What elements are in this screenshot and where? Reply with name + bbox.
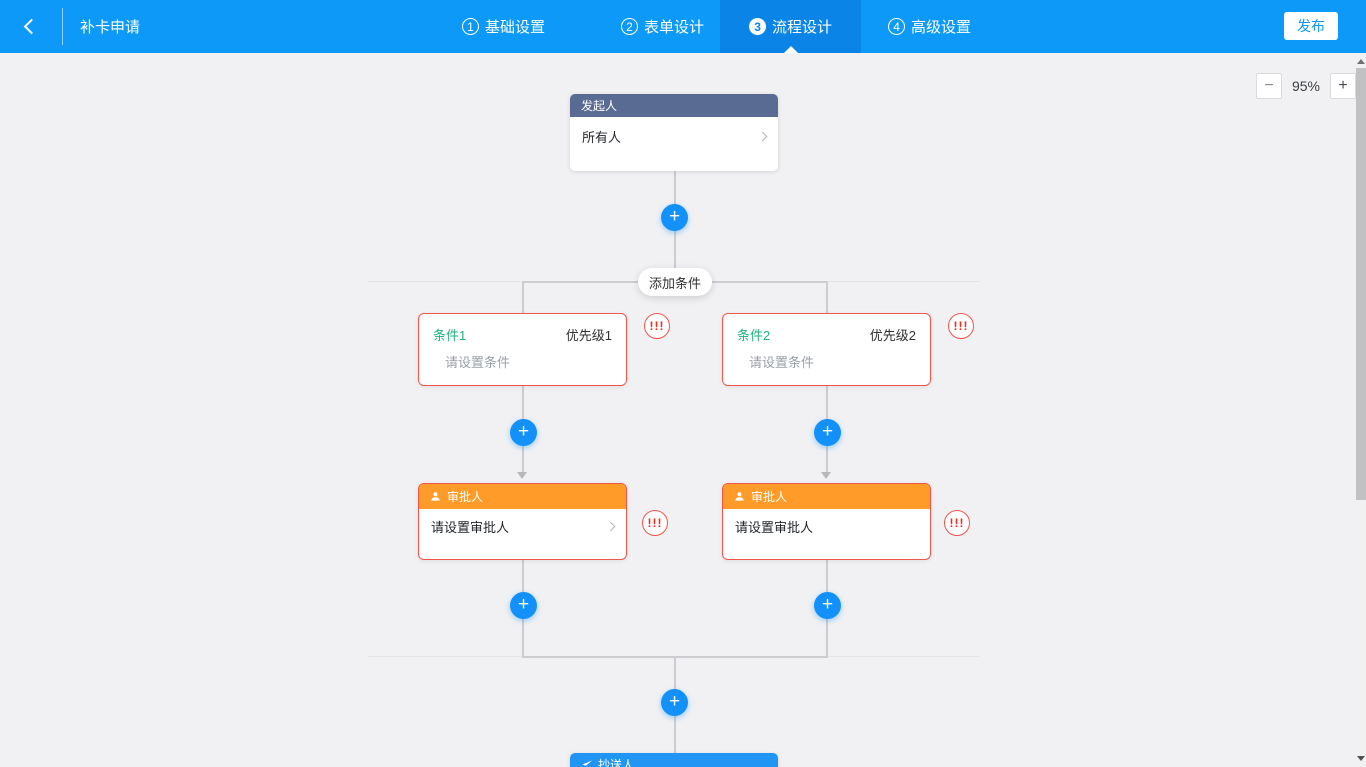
header-divider: [62, 8, 63, 45]
connector-line: [826, 281, 828, 313]
wizard-tabs: 1 基础设置 2 表单设计 3 流程设计 4 高级设置: [462, 0, 971, 53]
approver-title: 审批人: [447, 490, 484, 504]
tab-label: 表单设计: [644, 19, 705, 36]
tab-number-badge: 2: [621, 18, 639, 35]
approver-node-2[interactable]: 审批人 请设置审批人: [722, 483, 931, 560]
zoom-in-button[interactable]: +: [1330, 73, 1356, 99]
tab-advanced-settings[interactable]: 4 高级设置: [888, 16, 971, 37]
arrowhead-icon: [821, 472, 831, 479]
zoom-level: 95%: [1291, 78, 1321, 94]
arrowhead-icon: [517, 472, 527, 479]
initiator-title: 发起人: [581, 99, 618, 113]
approver-node-header: 审批人: [723, 484, 930, 509]
user-icon: [735, 492, 744, 501]
add-node-button[interactable]: +: [661, 689, 688, 716]
condition-card-row: 条件1 优先级1: [419, 314, 626, 344]
add-node-button[interactable]: +: [814, 592, 841, 619]
vertical-scrollbar[interactable]: [1356, 53, 1366, 767]
add-condition-button[interactable]: 添加条件: [638, 268, 712, 296]
cc-title: 抄送人: [598, 758, 635, 767]
app-header: 补卡申请 1 基础设置 2 表单设计 3 流程设计 4 高级设置 发布: [0, 0, 1366, 53]
approver-placeholder: 请设置审批人: [431, 520, 510, 535]
publish-button[interactable]: 发布: [1284, 12, 1338, 40]
scroll-down-arrow[interactable]: [1356, 752, 1366, 765]
approver-title: 审批人: [751, 490, 788, 504]
cc-node[interactable]: 抄送人: [570, 753, 778, 767]
condition-priority: 优先级2: [869, 328, 916, 343]
initiator-node[interactable]: 发起人 所有人: [570, 94, 778, 171]
initiator-value: 所有人: [582, 130, 622, 145]
approver-node-header: 审批人: [419, 484, 626, 509]
condition-card-1[interactable]: 条件1 优先级1 请设置条件: [418, 313, 627, 386]
user-icon: [431, 492, 440, 501]
connector-line: [522, 281, 524, 313]
triangle-down-icon: [1357, 756, 1365, 761]
tab-number-badge: 4: [888, 18, 906, 35]
tab-number-badge: 3: [749, 18, 767, 35]
condition-priority: 优先级1: [565, 328, 612, 343]
tab-label: 基础设置: [485, 19, 546, 36]
condition-placeholder: 请设置条件: [749, 355, 815, 370]
add-node-button[interactable]: +: [510, 592, 537, 619]
error-badge: !!!: [642, 510, 668, 536]
scroll-up-arrow[interactable]: [1356, 55, 1366, 68]
tab-process-design[interactable]: 3 流程设计: [720, 0, 862, 53]
approver-placeholder: 请设置审批人: [735, 520, 814, 535]
condition-name: 条件2: [737, 328, 771, 343]
tab-label: 流程设计: [772, 19, 833, 36]
add-node-button[interactable]: +: [661, 204, 688, 231]
condition-name: 条件1: [433, 328, 467, 343]
back-button[interactable]: [0, 0, 62, 53]
page-title: 补卡申请: [80, 19, 141, 36]
cc-node-header: 抄送人: [570, 753, 778, 767]
initiator-node-header: 发起人: [570, 94, 778, 117]
send-icon: [582, 760, 592, 767]
chevron-right-icon: [605, 521, 616, 532]
add-node-button[interactable]: +: [814, 419, 841, 446]
scrollbar-thumb[interactable]: [1356, 68, 1366, 500]
zoom-out-button[interactable]: −: [1256, 73, 1282, 99]
error-badge: !!!: [644, 313, 670, 339]
tab-label: 高级设置: [911, 19, 972, 36]
tab-form-design[interactable]: 2 表单设计: [621, 16, 704, 37]
error-badge: !!!: [948, 313, 974, 339]
chevron-left-icon: [23, 18, 39, 35]
tab-number-badge: 1: [462, 18, 479, 35]
tab-basic-settings[interactable]: 1 基础设置: [462, 16, 545, 37]
add-node-button[interactable]: +: [510, 419, 537, 446]
triangle-up-icon: [1357, 59, 1365, 64]
approver-node-body: 请设置审批人: [723, 509, 930, 536]
active-tab-caret: [783, 46, 798, 53]
flow-canvas: 发起人 所有人 + 添加条件 条件1 优先级1 请设置条件 !!! 条件2 优先…: [0, 53, 1366, 767]
condition-card-2[interactable]: 条件2 优先级2 请设置条件: [722, 313, 931, 386]
initiator-node-body: 所有人: [570, 117, 778, 146]
condition-placeholder: 请设置条件: [445, 355, 511, 370]
approver-node-body: 请设置审批人: [419, 509, 626, 536]
error-badge: !!!: [944, 510, 970, 536]
condition-card-row: 条件2 优先级2: [723, 314, 930, 344]
approver-node-1[interactable]: 审批人 请设置审批人: [418, 483, 627, 560]
chevron-right-icon: [757, 131, 768, 142]
